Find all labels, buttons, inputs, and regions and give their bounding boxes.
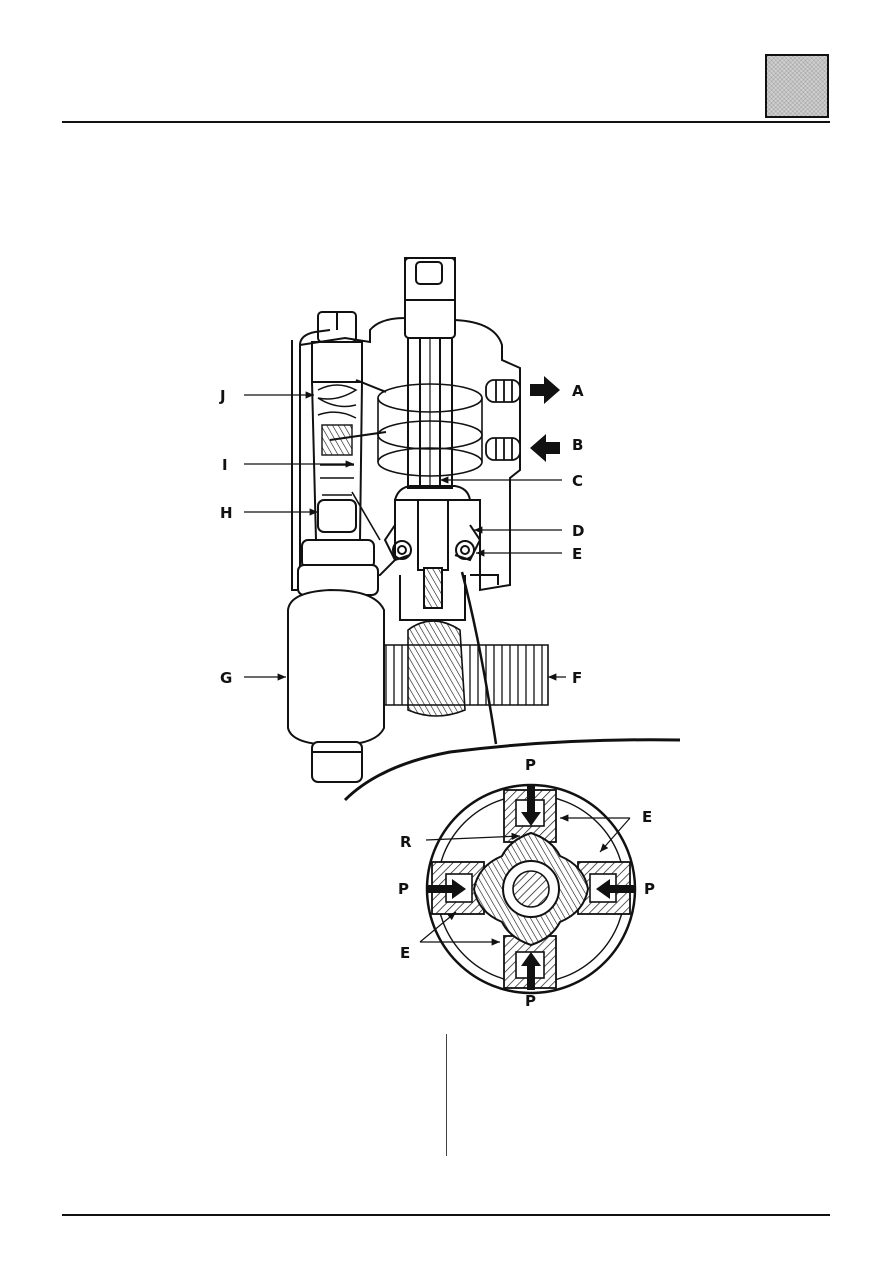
- label-e-lower: E: [400, 944, 410, 962]
- outflow-arrow-a: [530, 376, 560, 404]
- label-h: H: [220, 504, 233, 522]
- rotor-assembly: [383, 485, 482, 621]
- label-p-right: P: [644, 880, 655, 898]
- section-boundary-curve: [343, 738, 681, 802]
- label-i: I: [222, 456, 228, 474]
- drive-shaft: [404, 257, 456, 489]
- label-a: A: [572, 382, 584, 400]
- label-leaders: [244, 391, 566, 681]
- label-p-left: P: [398, 880, 409, 898]
- label-f: F: [572, 669, 582, 687]
- label-j: J: [219, 387, 226, 405]
- figure-labels: A B C D E F G H I J P P P P R E E: [219, 382, 655, 1010]
- label-e: E: [572, 545, 582, 563]
- label-g: G: [220, 669, 232, 687]
- footer-rule: [62, 1214, 830, 1216]
- port-fittings: [485, 379, 521, 461]
- inflow-arrow-b: [530, 434, 560, 462]
- label-e-upper: E: [642, 808, 652, 826]
- annular-grooves: [377, 383, 483, 477]
- label-p-top: P: [525, 756, 536, 774]
- column-divider: [446, 1034, 447, 1156]
- label-c: C: [572, 472, 583, 490]
- valve-spool: [311, 311, 387, 541]
- section-tab-box: [765, 54, 829, 118]
- label-p-bottom: P: [525, 992, 536, 1010]
- actuator-cylinder: [287, 539, 385, 783]
- detail-section-view: [419, 783, 637, 995]
- label-b: B: [572, 436, 583, 454]
- detail-leader: [460, 571, 498, 745]
- header-rule: [62, 121, 830, 123]
- drive-gear: [380, 620, 549, 717]
- label-d: D: [572, 522, 584, 540]
- label-r: R: [400, 833, 412, 851]
